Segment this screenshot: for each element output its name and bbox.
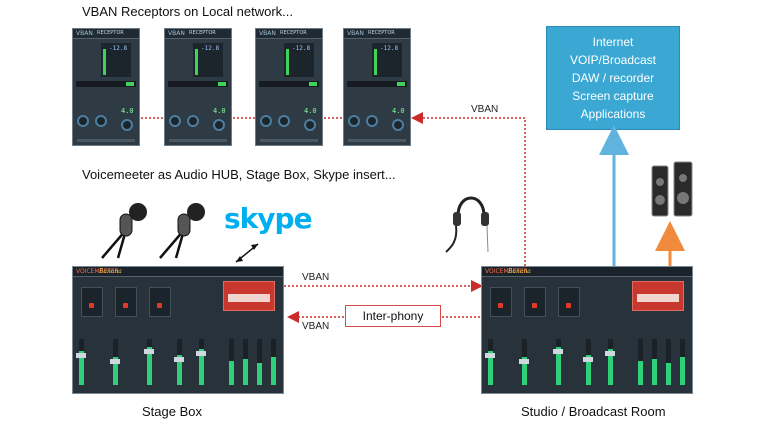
skype-logo: skype bbox=[224, 202, 313, 235]
interphony-label: Inter-phony bbox=[362, 309, 424, 323]
caption-stage-box: Stage Box bbox=[142, 404, 202, 419]
heading-receptors: VBAN Receptors on Local network... bbox=[82, 4, 293, 19]
microphone-icon bbox=[101, 203, 147, 259]
caption-studio: Studio / Broadcast Room bbox=[521, 404, 666, 419]
speaker-icon bbox=[651, 161, 693, 217]
microphone-icon bbox=[159, 203, 205, 259]
vban-label-receptors: VBAN bbox=[471, 104, 499, 115]
studio-to-receptors-line bbox=[411, 112, 526, 266]
interphony-box: Inter-phony bbox=[345, 305, 441, 327]
headset-icon bbox=[445, 196, 489, 253]
vban-label-forward: VBAN bbox=[302, 272, 330, 283]
internet-applications-box: Internet VOIP/Broadcast DAW / recorder S… bbox=[546, 26, 680, 130]
heading-audio-hub: Voicemeeter as Audio HUB, Stage Box, Sky… bbox=[82, 167, 396, 182]
vban-label-return: VBAN bbox=[302, 321, 330, 332]
